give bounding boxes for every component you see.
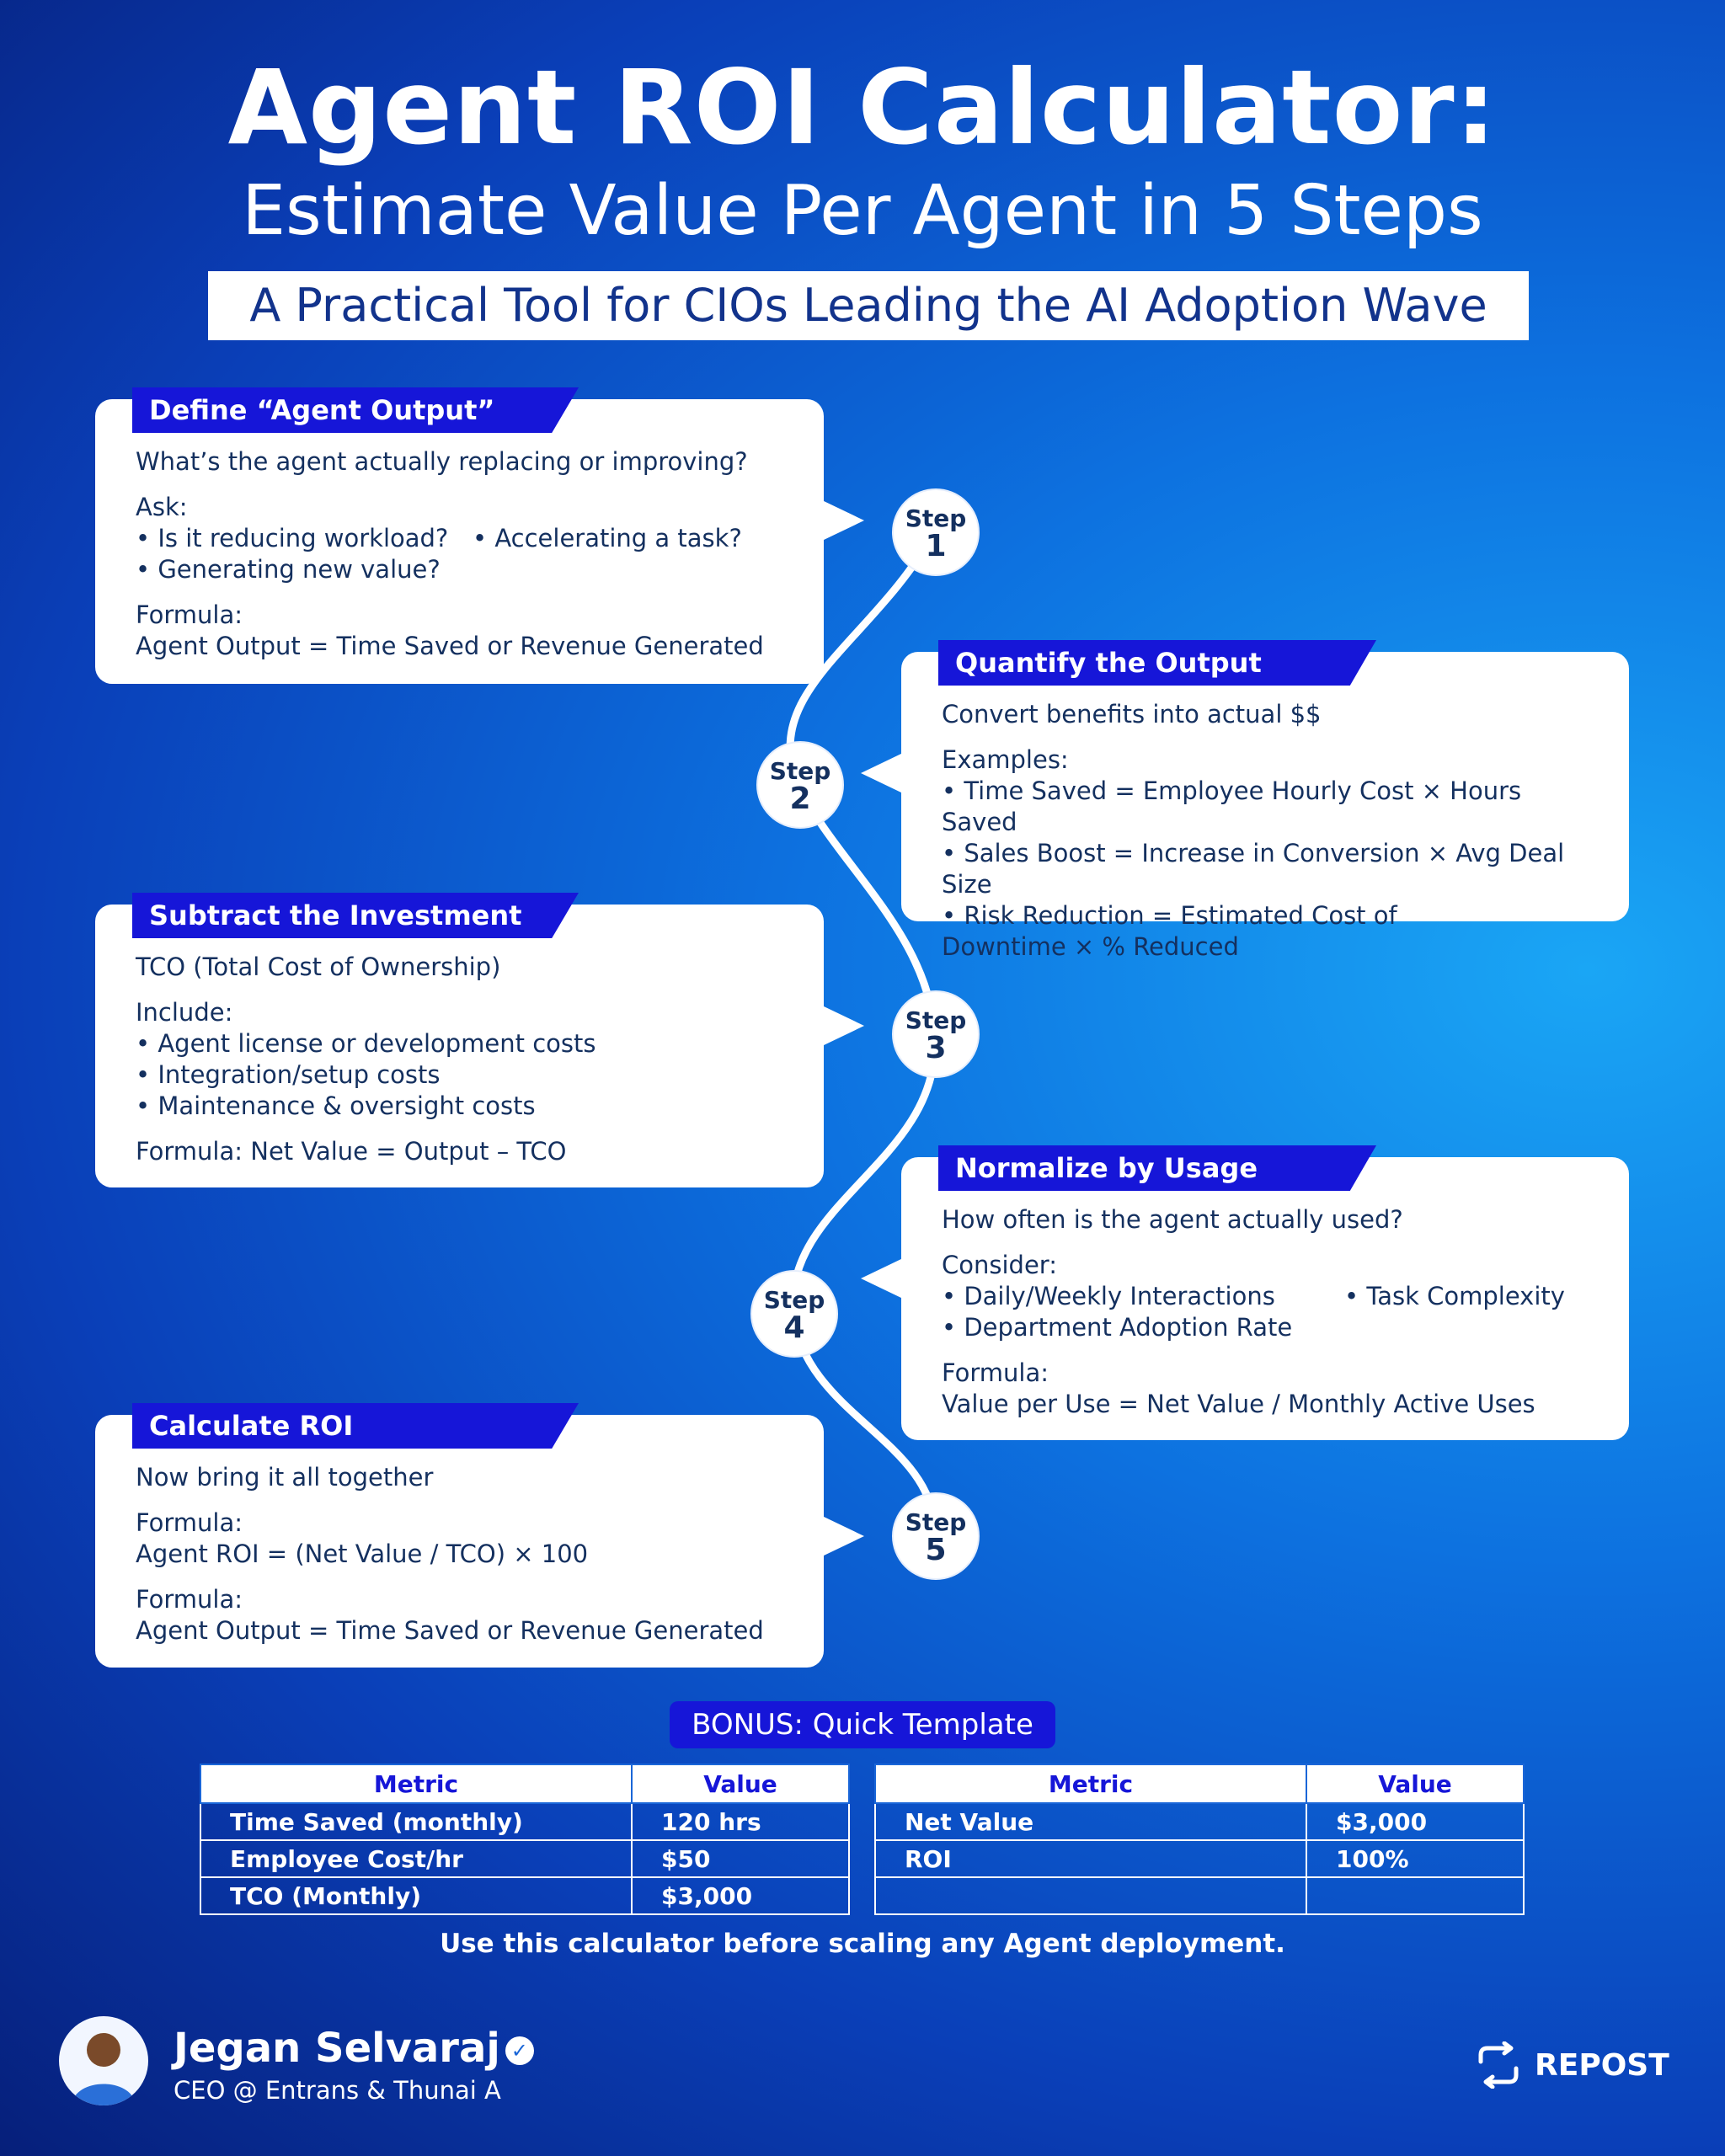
- page-title-line-2: Estimate Value Per Agent in 5 Steps: [242, 171, 1483, 251]
- formula-roi: Agent ROI = (Net Value / TCO) × 100: [136, 1540, 589, 1568]
- consider-label: Consider:: [942, 1251, 1057, 1279]
- card-intro: Convert benefits into actual $$: [942, 700, 1322, 728]
- table-row: TCO (Monthly) $3,000: [200, 1876, 850, 1915]
- bullet-task-complexity: • Task Complexity: [1344, 1282, 1565, 1310]
- avatar: [59, 2016, 148, 2105]
- template-table-right: Metric Value Net Value $3,000 ROI 100%: [874, 1764, 1525, 1915]
- step-4-marker: Step 4: [750, 1270, 838, 1358]
- formula-label: Formula:: [942, 1358, 1049, 1387]
- column-header-metric: Metric: [200, 1764, 633, 1804]
- card-title: Calculate ROI: [132, 1403, 579, 1449]
- usage-note: Use this calculator before scaling any A…: [440, 1929, 1285, 1959]
- step-2-marker: Step 2: [756, 741, 844, 829]
- examples-label: Examples:: [942, 745, 1069, 774]
- column-header-value: Value: [631, 1764, 850, 1804]
- table-row: [874, 1876, 1525, 1915]
- card-title: Quantify the Output: [938, 640, 1376, 686]
- table-row: Employee Cost/hr $50: [200, 1839, 850, 1878]
- card-calculate-roi: Calculate ROI Now bring it all together …: [95, 1403, 864, 1668]
- card-define-output: Define “Agent Output” What’s the agent a…: [95, 387, 864, 684]
- step-1-marker: Step 1: [892, 488, 980, 576]
- formula-label: Formula:: [136, 1508, 243, 1537]
- formula-output: Agent Output = Time Saved or Revenue Gen…: [136, 1616, 764, 1645]
- table-row: Time Saved (monthly) 120 hrs: [200, 1802, 850, 1841]
- formula-text: Value per Use = Net Value / Monthly Acti…: [942, 1390, 1535, 1418]
- formula-label-2: Formula:: [136, 1585, 243, 1614]
- repost-label: REPOST: [1535, 2047, 1669, 2083]
- bullet-interactions: • Daily/Weekly Interactions: [942, 1282, 1275, 1310]
- bullet-risk-reduction-cont: Downtime × % Reduced: [942, 932, 1239, 961]
- column-header-metric: Metric: [874, 1764, 1307, 1804]
- verified-icon: ✓: [505, 2036, 534, 2065]
- page-title: Agent ROI Calculator:: [227, 48, 1498, 168]
- author-name: Jegan Selvaraj✓: [174, 2025, 534, 2072]
- formula-text: Agent Output = Time Saved or Revenue Gen…: [136, 632, 764, 660]
- bullet-time-saved: • Time Saved = Employee Hourly Cost × Ho…: [942, 776, 1522, 836]
- bullet-accelerating-task: • Accelerating a task?: [473, 524, 742, 552]
- repost-icon: [1478, 2041, 1519, 2089]
- bullet-integration-costs: • Integration/setup costs: [136, 1060, 441, 1089]
- repost-button[interactable]: REPOST: [1472, 2041, 1669, 2089]
- card-intro: TCO (Total Cost of Ownership): [136, 953, 501, 981]
- card-intro: Now bring it all together: [136, 1463, 434, 1492]
- formula-label: Formula:: [136, 600, 243, 629]
- table-row: Net Value $3,000: [874, 1802, 1525, 1841]
- column-header-value: Value: [1306, 1764, 1525, 1804]
- bullet-new-value: • Generating new value?: [136, 555, 441, 584]
- card-quantify-output: Quantify the Output Convert benefits int…: [861, 640, 1629, 961]
- card-normalize-usage: Normalize by Usage How often is the agen…: [861, 1145, 1629, 1440]
- formula-text: Formula: Net Value = Output – TCO: [136, 1137, 567, 1166]
- card-intro: What’s the agent actually replacing or i…: [136, 447, 748, 476]
- ask-label: Ask:: [136, 493, 188, 521]
- card-intro: How often is the agent actually used?: [942, 1205, 1403, 1234]
- step-3-marker: Step 3: [892, 990, 980, 1078]
- step-5-marker: Step 5: [892, 1492, 980, 1580]
- table-row: ROI 100%: [874, 1839, 1525, 1878]
- card-subtract-investment: Subtract the Investment TCO (Total Cost …: [95, 893, 864, 1187]
- card-title: Normalize by Usage: [938, 1145, 1376, 1191]
- bullet-sales-boost: • Sales Boost = Increase in Conversion ×…: [942, 839, 1565, 899]
- bullet-maintenance-costs: • Maintenance & oversight costs: [136, 1091, 536, 1120]
- bullet-risk-reduction: • Risk Reduction = Estimated Cost of: [942, 901, 1397, 930]
- card-title: Define “Agent Output”: [132, 387, 579, 433]
- card-title: Subtract the Investment: [132, 893, 579, 938]
- subtitle-banner: A Practical Tool for CIOs Leading the AI…: [208, 271, 1529, 340]
- include-label: Include:: [136, 998, 233, 1027]
- bullet-reducing-workload: • Is it reducing workload?: [136, 524, 449, 552]
- template-table-left: Metric Value Time Saved (monthly) 120 hr…: [200, 1764, 850, 1915]
- bullet-adoption-rate: • Department Adoption Rate: [942, 1313, 1293, 1342]
- bonus-label: BONUS: Quick Template: [670, 1701, 1055, 1748]
- bullet-license-costs: • Agent license or development costs: [136, 1029, 596, 1058]
- author-role: CEO @ Entrans & Thunai A: [174, 2076, 501, 2105]
